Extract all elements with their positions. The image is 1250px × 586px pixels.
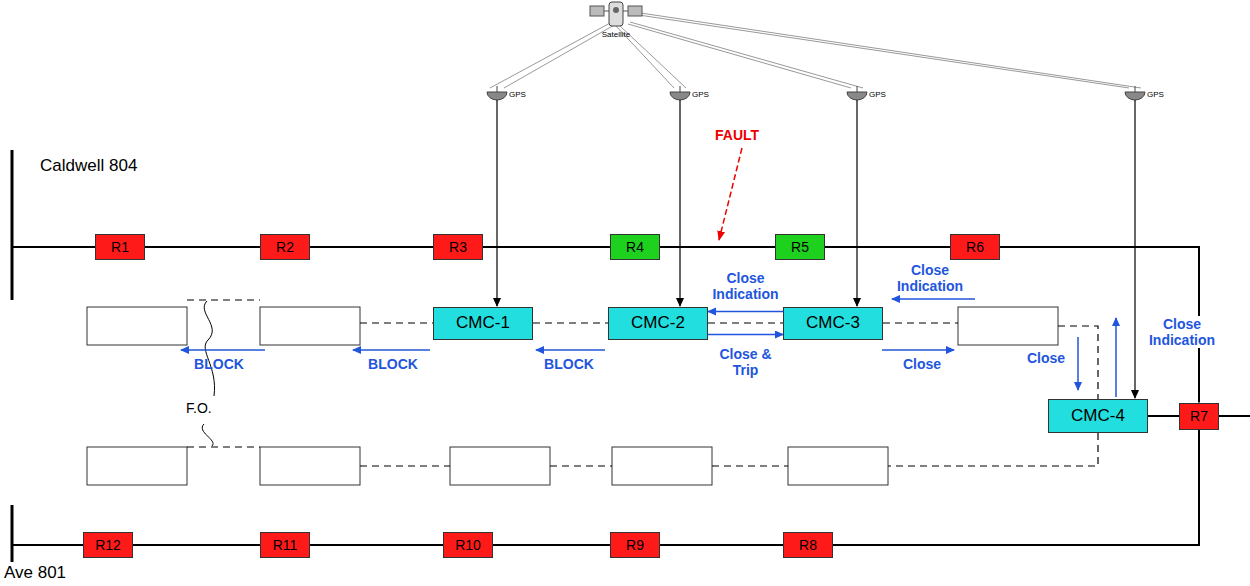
signal-arrow (181, 299, 1116, 397)
signal-label: Close Indication (707, 270, 785, 302)
gps-label: GPS (509, 90, 526, 99)
recloser-box: R10 (443, 532, 493, 558)
node-label: R10 (455, 537, 481, 553)
node-label: R9 (626, 537, 644, 553)
feeder-line (825, 246, 950, 248)
signal-label: Close & Trip (707, 346, 785, 378)
controller-box: CMC-1 (433, 307, 533, 340)
bus-bar (11, 150, 14, 300)
feeder-line (145, 246, 260, 248)
signal-label: BLOCK (360, 356, 426, 372)
recloser-box: R1 (95, 234, 145, 260)
node-label: CMC-3 (806, 313, 860, 333)
fault-label: FAULT (715, 127, 759, 143)
node-label: R4 (626, 239, 644, 255)
signal-label: Close (1020, 350, 1072, 366)
node-label: R7 (1190, 408, 1208, 424)
recloser-box: R2 (260, 234, 310, 260)
node-label: CMC-4 (1071, 406, 1125, 426)
recloser-box: R8 (783, 532, 833, 558)
bus-name: Ave 801 (4, 563, 66, 583)
recloser-box: R4 (610, 234, 660, 260)
satellite-icon (490, 2, 1141, 88)
comm-link (708, 322, 783, 323)
gps-label: GPS (869, 90, 886, 99)
feeder-line (12, 246, 95, 248)
comm-link (187, 300, 1098, 466)
recloser-box: R12 (83, 532, 133, 558)
bus-name: Caldwell 804 (40, 156, 137, 176)
signal-label: Close Indication (1140, 316, 1224, 348)
feeder-line (660, 246, 775, 248)
gps-downlink (497, 100, 1135, 398)
feeder-line (310, 246, 433, 248)
gps-label: GPS (1147, 90, 1164, 99)
gps-antenna (487, 86, 1145, 100)
feeder-line (1218, 415, 1250, 417)
comm-link (533, 322, 608, 323)
fiber-label: F.O. (184, 400, 214, 416)
node-label: R1 (111, 239, 129, 255)
recloser-box: R6 (950, 234, 1000, 260)
signal-label: Close Indication (888, 262, 972, 294)
feeder-line (493, 544, 610, 546)
feeder-line (133, 544, 260, 546)
controller-box: CMC-3 (783, 307, 883, 340)
fiber-optic (202, 301, 214, 446)
feeder-line (660, 544, 783, 546)
signal-label: BLOCK (186, 356, 252, 372)
node-label: R11 (273, 537, 298, 553)
node-label: R2 (276, 239, 294, 255)
feeder-line (310, 544, 443, 546)
node-label: R5 (791, 239, 809, 255)
recloser-box: R11 (260, 532, 310, 558)
recloser-box: R5 (775, 234, 825, 260)
node-label: R6 (966, 239, 984, 255)
gps-label: GPS (692, 90, 709, 99)
feeder-line (483, 246, 610, 248)
feeder-line (833, 430, 1199, 546)
recloser-box: R9 (610, 532, 660, 558)
signal-label: Close (892, 356, 952, 372)
recloser-box: R7 (1179, 403, 1219, 430)
bus-bar (11, 505, 14, 562)
controller-box: CMC-2 (608, 307, 708, 340)
satellite-label: Satellite (596, 30, 636, 39)
signal-label: BLOCK (536, 356, 602, 372)
relay-box (87, 307, 1058, 485)
node-label: CMC-2 (631, 313, 685, 333)
signal-arrow (708, 311, 783, 313)
feeder-line (1148, 415, 1179, 417)
node-label: R8 (799, 537, 817, 553)
fault-arrow (719, 148, 742, 240)
node-label: CMC-1 (456, 313, 510, 333)
recloser-box: R3 (433, 234, 483, 260)
controller-box: CMC-4 (1048, 399, 1148, 433)
node-label: R3 (449, 239, 467, 255)
feeder-line (12, 544, 83, 546)
signal-arrow (708, 334, 783, 336)
node-label: R12 (95, 537, 121, 553)
